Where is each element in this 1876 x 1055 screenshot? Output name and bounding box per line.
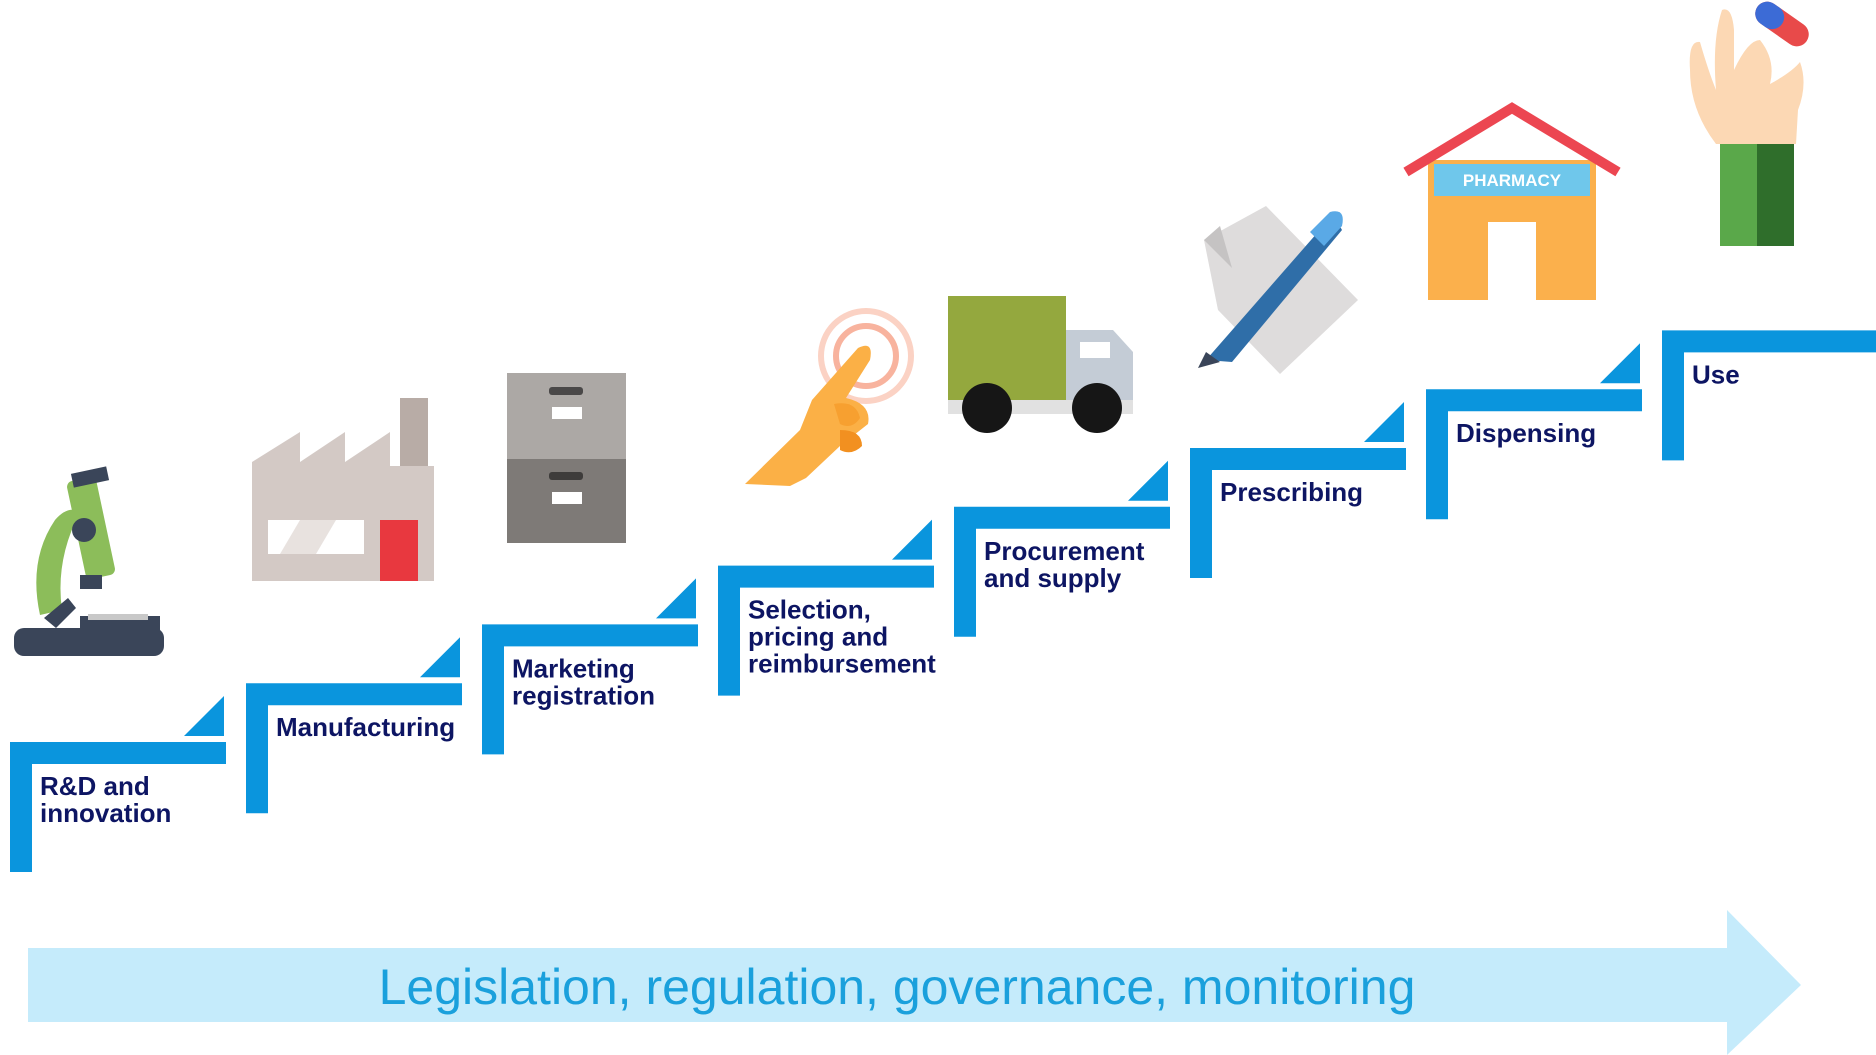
banner-label: Legislation, regulation, governance, mon…: [379, 959, 1416, 1015]
microscope-icon: [14, 466, 164, 656]
step-label-line: Selection,: [748, 595, 871, 625]
step-label-line: pricing and: [748, 622, 888, 652]
step-label-line: Use: [1692, 359, 1740, 389]
step-label: Use: [1692, 359, 1740, 389]
step-bracket: [1190, 448, 1406, 578]
step-label-line: Dispensing: [1456, 418, 1596, 448]
step-7: Dispensing: [1426, 343, 1642, 520]
filing-cabinet-icon: [507, 373, 626, 543]
step-connector-triangle: [1128, 460, 1168, 501]
delivery-truck-icon: [948, 296, 1133, 433]
step-6: Prescribing: [1190, 402, 1406, 578]
step-connector-triangle: [1600, 343, 1640, 384]
step-connector-triangle: [184, 696, 224, 736]
step-label-line: R&D and: [40, 771, 150, 801]
icons-group: PHARMACY: [14, 1, 1809, 656]
step-label-line: innovation: [40, 798, 171, 828]
step-label: Dispensing: [1456, 418, 1596, 448]
step-bracket: [246, 683, 462, 814]
step-label-line: reimbursement: [748, 649, 936, 679]
step-label-line: registration: [512, 680, 655, 710]
banner-arrow: [28, 910, 1801, 1055]
prescription-pen-icon: [1198, 206, 1358, 374]
step-connector-triangle: [656, 578, 696, 619]
step-connector-triangle: [892, 519, 932, 560]
step-bracket: [482, 624, 698, 755]
step-bracket: [10, 742, 226, 872]
step-label: Manufacturing: [276, 712, 455, 742]
step-label-line: Manufacturing: [276, 712, 455, 742]
hand-with-pill-icon: [1689, 1, 1809, 246]
step-label-line: Procurement: [984, 536, 1145, 566]
step-2: Manufacturing: [246, 637, 462, 814]
governance-banner: Legislation, regulation, governance, mon…: [28, 910, 1801, 1055]
step-8: Use: [1662, 330, 1876, 461]
step-bracket: [718, 565, 934, 696]
pharmacy-icon: PHARMACY: [1403, 102, 1621, 300]
factory-icon: [252, 398, 434, 581]
step-bracket: [1426, 389, 1642, 520]
step-label: Prescribing: [1220, 477, 1363, 507]
step-label-line: Marketing: [512, 653, 635, 683]
step-label-line: and supply: [984, 563, 1122, 593]
step-bracket: [954, 506, 1170, 637]
touch-hand-icon: [745, 308, 914, 486]
step-label-line: Prescribing: [1220, 477, 1363, 507]
step-connector-triangle: [420, 637, 460, 678]
step-bracket: [1662, 330, 1876, 461]
step-connector-triangle: [1364, 402, 1404, 442]
pharmacy-sign-label: PHARMACY: [1463, 171, 1562, 190]
